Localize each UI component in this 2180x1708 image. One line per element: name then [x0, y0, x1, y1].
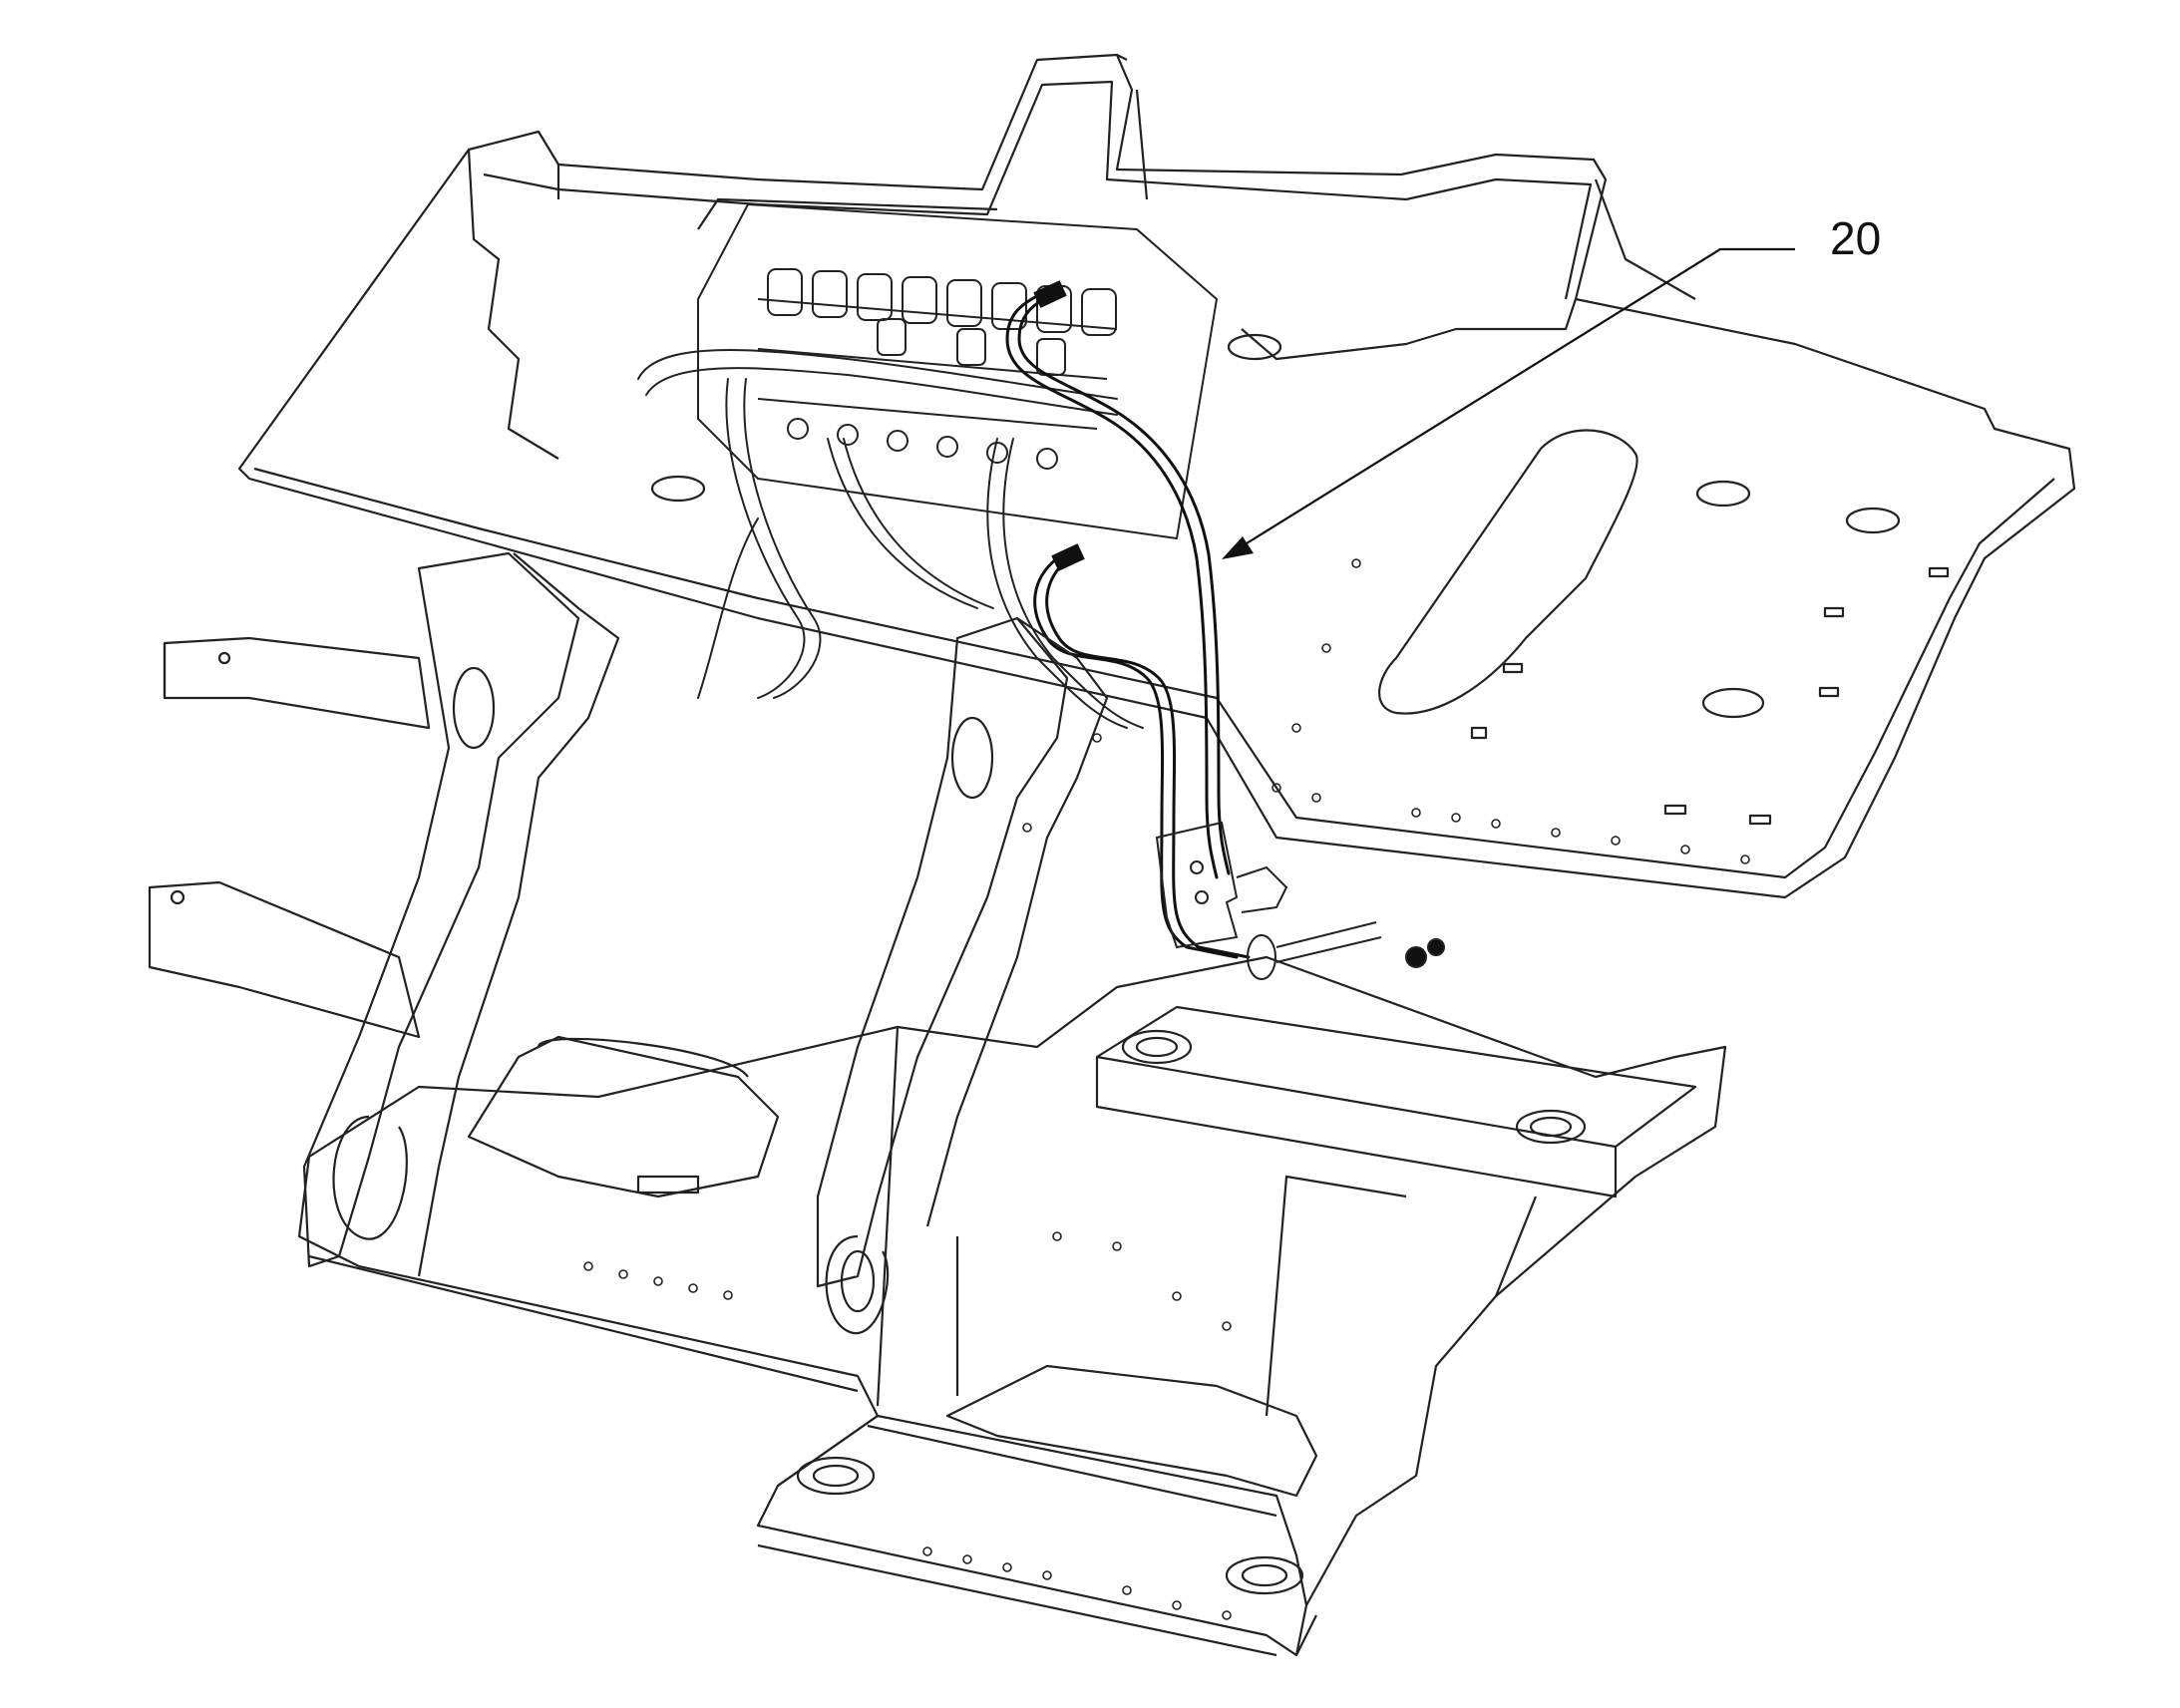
callout-number: 20: [1830, 212, 1881, 264]
upper-frame: [237, 53, 2076, 899]
manifold-block: [1155, 821, 1445, 980]
hose-assembly-20: [1005, 280, 1251, 959]
lower-frame: [297, 955, 1727, 1657]
mounting-holes: [583, 558, 1750, 1620]
boom-mount-towers: [302, 551, 1109, 1335]
callout-arrowhead: [1222, 536, 1254, 559]
outrigger-beams: [148, 636, 431, 1039]
hydraulic-hoses: [637, 349, 1144, 729]
callout-leader-line: [1246, 247, 1795, 544]
callout-20: 20: [1222, 212, 1881, 559]
valve-spools: [767, 268, 1117, 376]
control-valve-block: [697, 203, 1218, 539]
